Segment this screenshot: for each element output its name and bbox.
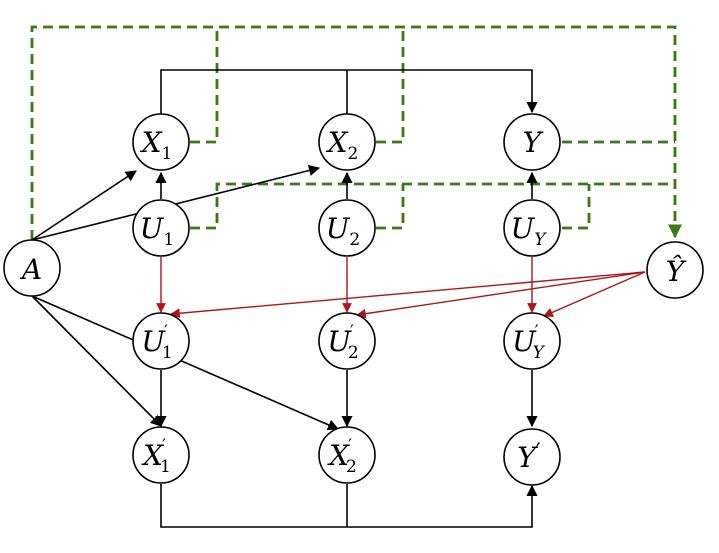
node-uy: UY [503, 199, 561, 257]
node-u2: U2 [318, 199, 376, 257]
svg-text:Ŷ: Ŷ [666, 255, 687, 288]
node-x2: X2 [318, 113, 376, 171]
node-x1: X1 [132, 113, 190, 171]
svg-text:X2: X2 [326, 126, 359, 164]
svg-text:Y′: Y′ [517, 440, 540, 474]
node-u1: U1 [132, 199, 190, 257]
svg-text:U′2: U′2 [327, 322, 358, 363]
node-uy-prime: U′Y [503, 312, 561, 370]
node-u2-prime: U′2 [318, 312, 376, 370]
node-y: Y [503, 113, 561, 171]
svg-text:U′1: U′1 [141, 322, 172, 363]
edge-u1-to-yhat-dashed [190, 182, 675, 230]
svg-text:X′2: X′2 [327, 436, 357, 477]
svg-text:Y: Y [523, 126, 544, 159]
node-a: A [3, 239, 61, 297]
edge-uy-to-yhat-dashed [562, 184, 591, 230]
node-x1-prime: X′1 [132, 426, 190, 484]
svg-text:U1: U1 [140, 212, 174, 250]
node-y-prime: Y′ [503, 428, 561, 486]
edge-a-to-x1-prime [31, 295, 162, 427]
svg-text:X′1: X′1 [141, 436, 171, 477]
node-u1-prime: U′1 [132, 312, 190, 370]
svg-text:U′Y: U′Y [512, 322, 545, 363]
edge-u2-to-yhat-dashed [376, 184, 405, 230]
edge-a-to-x2-prime [31, 295, 340, 431]
svg-text:X1: X1 [140, 126, 173, 164]
edge-yhat-to-u2-prime [356, 271, 646, 319]
edge-yhat-to-uy-prime [543, 271, 646, 317]
node-yhat: Ŷ [646, 241, 704, 299]
green-dashed-edges [30, 25, 682, 240]
edge-x1-to-yhat-dashed [190, 27, 219, 144]
edge-a-to-yhat-dashed [30, 25, 682, 240]
node-x2-prime: X′2 [318, 426, 376, 484]
svg-text:UY: UY [511, 212, 548, 250]
black-edges [31, 69, 538, 528]
edge-yhat-to-u1-prime [170, 271, 646, 319]
edge-a-to-x1 [31, 170, 137, 241]
svg-text:A: A [19, 253, 42, 286]
edge-x2-to-yhat-dashed [376, 27, 405, 144]
red-edges [156, 257, 646, 319]
svg-text:U2: U2 [326, 212, 360, 250]
